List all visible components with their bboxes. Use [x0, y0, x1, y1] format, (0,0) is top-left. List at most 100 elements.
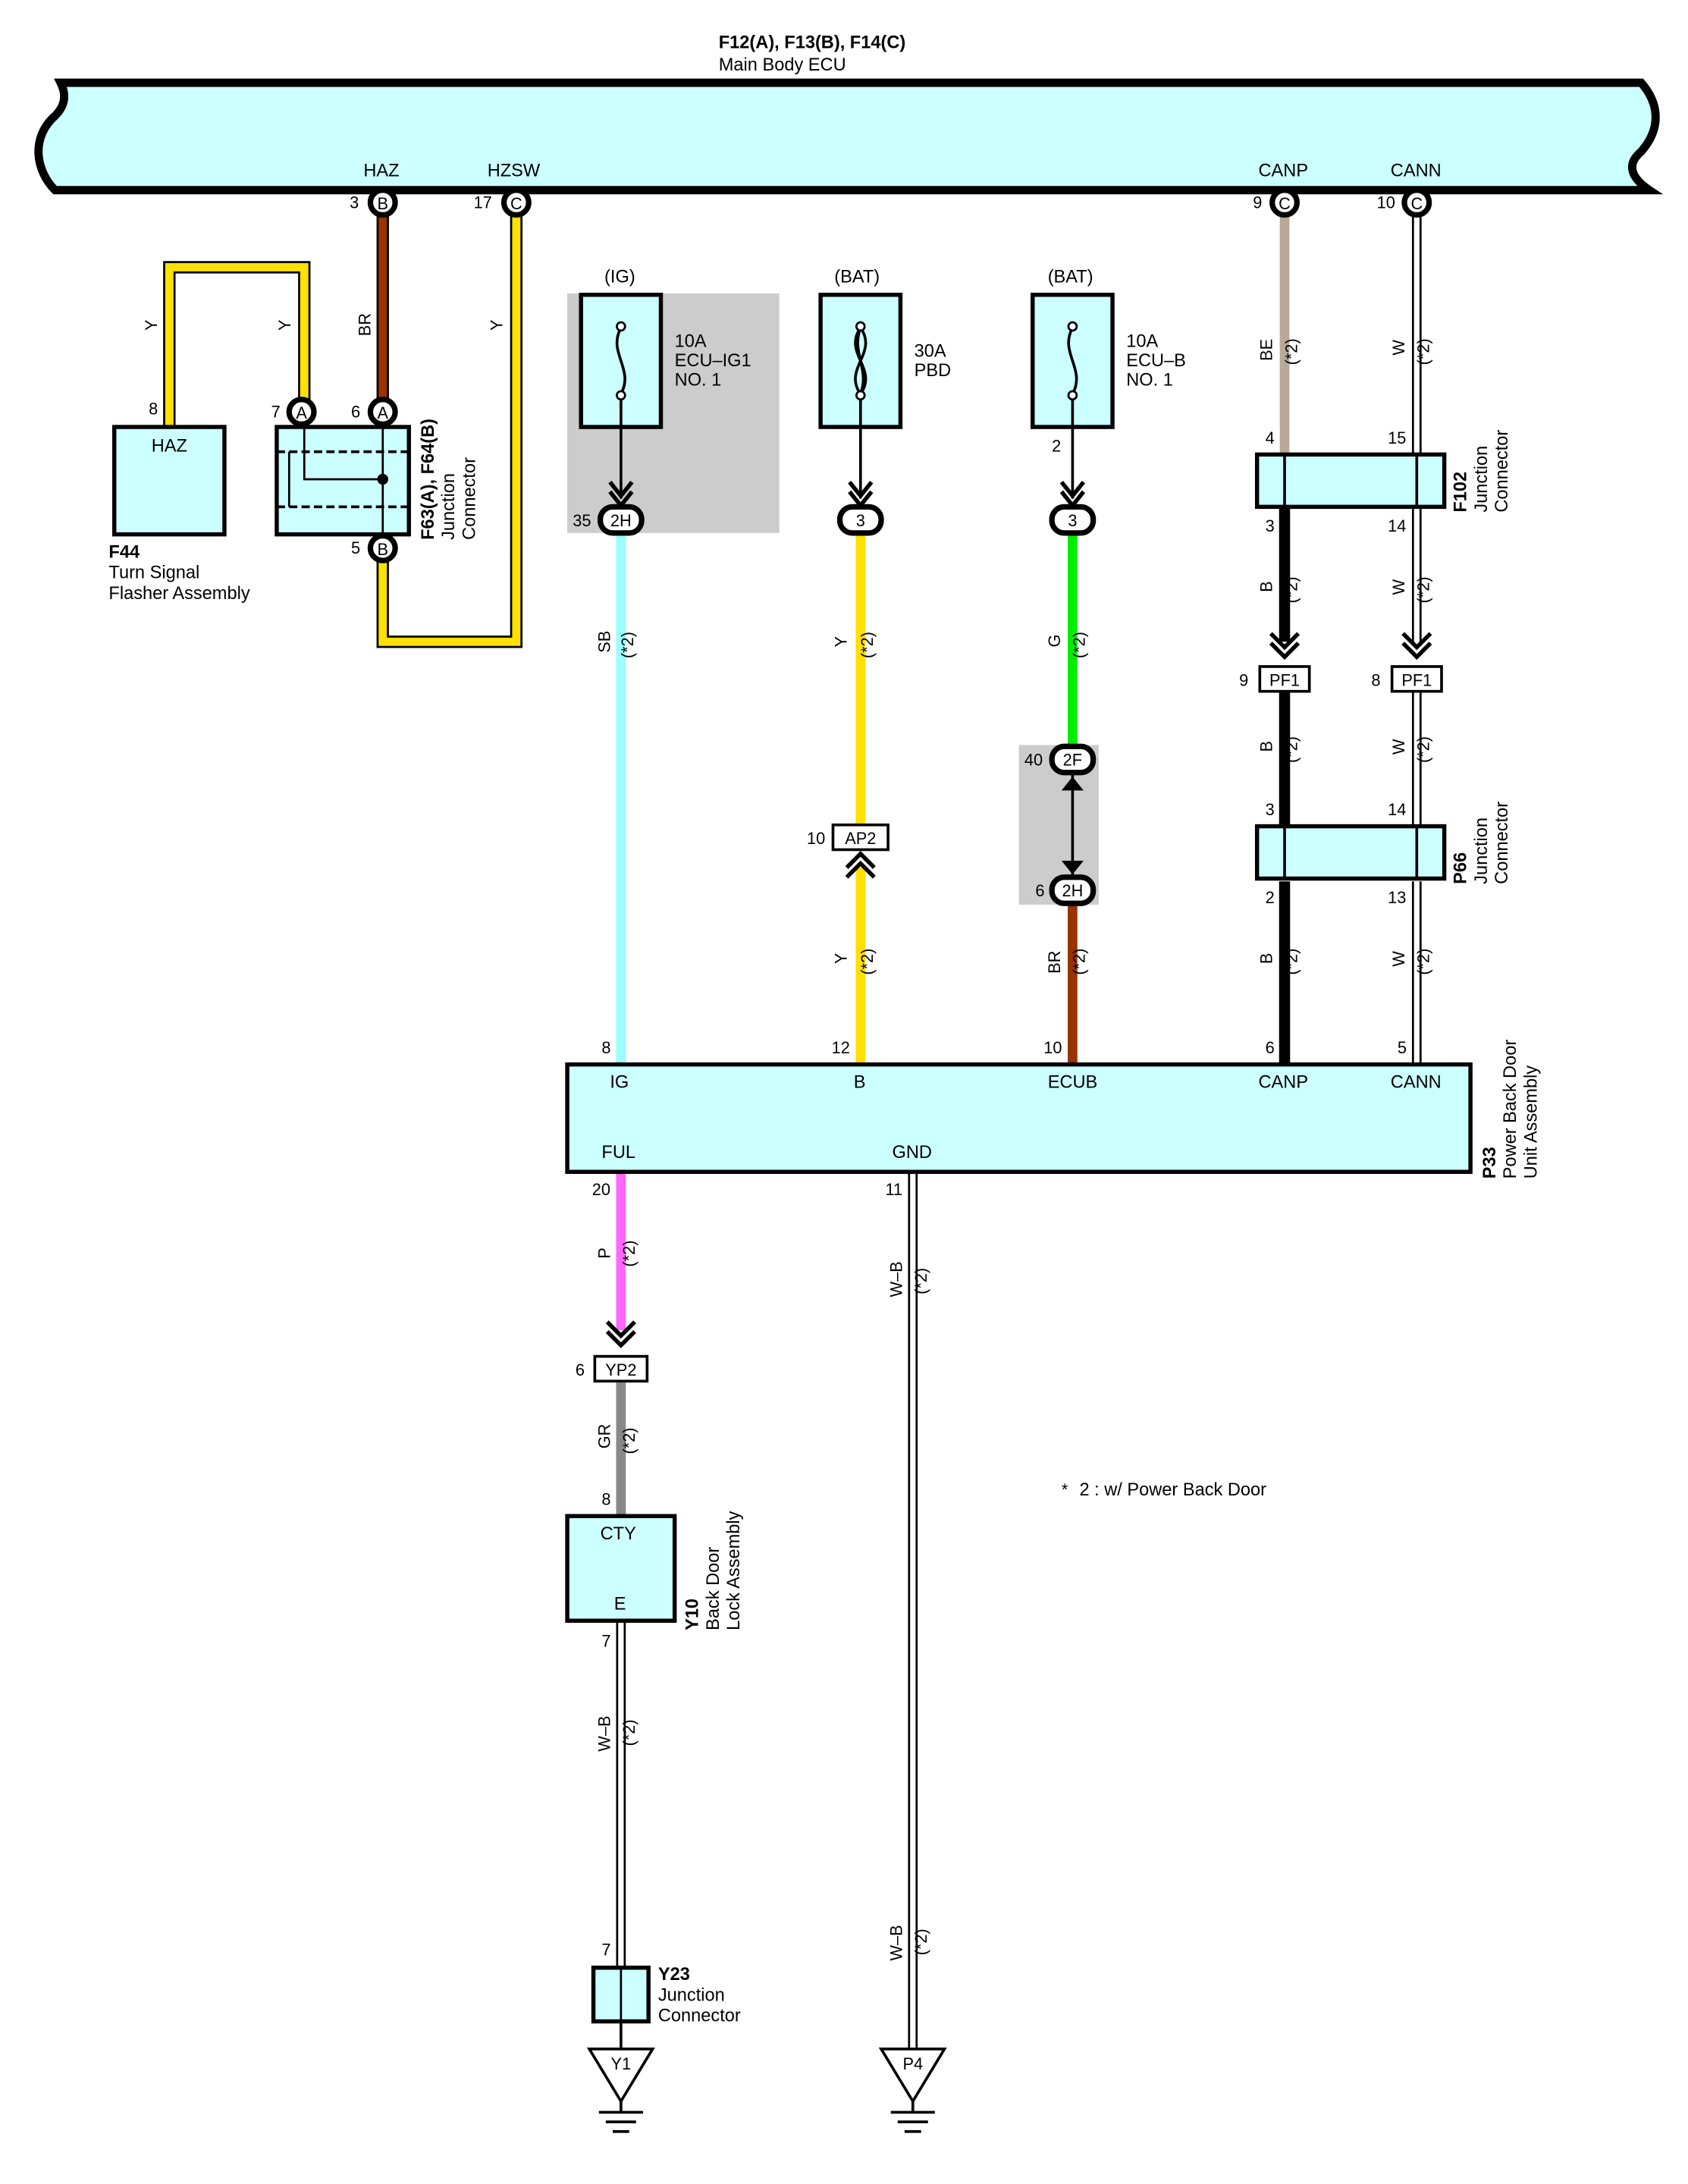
jc-pin7-num: 7 — [271, 402, 281, 421]
wire-note-wb1: (*2) — [911, 1268, 930, 1294]
pbd-pin-ecub-num: 10 — [1043, 1038, 1062, 1057]
f102-p14: 14 — [1388, 516, 1406, 535]
ecu-pin-cann-conn: C — [1410, 194, 1423, 213]
wire-label-br1: BR — [355, 313, 374, 336]
pbd-pin-gnd-num: 11 — [885, 1180, 902, 1199]
connector-yp2: YP2 6 — [576, 1320, 649, 1383]
yp2-name: YP2 — [605, 1360, 636, 1379]
pbd-line2: Unit Assembly — [1521, 1065, 1541, 1179]
fuse-pbd-name1: PBD — [915, 361, 952, 381]
wire-note-g: (*2) — [1070, 632, 1089, 658]
pbd-pin-ig-num: 8 — [601, 1038, 610, 1057]
wire-note-br2: (*2) — [1070, 949, 1089, 975]
fuse-ecub-jconn: 3 — [1068, 511, 1077, 530]
lock-id: Y10 — [683, 1599, 703, 1630]
wire-note-be: (*2) — [1282, 338, 1301, 365]
jc-f63-line1: Junction — [439, 473, 459, 540]
wire-label-y3: Y — [488, 319, 507, 331]
wire-note-b2: (*2) — [1282, 736, 1301, 763]
pbd-pin-b-num: 12 — [832, 1038, 850, 1057]
fuse-pbd-rating: 30A — [915, 341, 946, 361]
wire-label-b3: B — [1257, 953, 1276, 965]
wire-label-w1: W — [1389, 340, 1408, 356]
ap2-num: 10 — [807, 829, 825, 848]
fuse-ig1-name1: ECU–IG1 — [675, 351, 751, 371]
wire-note-sb: (*2) — [618, 632, 637, 658]
wire-label-y2: Y — [275, 319, 294, 331]
wire-label-w2: W — [1389, 579, 1408, 595]
lock-pin-e-name: E — [614, 1595, 626, 1614]
ecu-pin-hzsw-name: HZSW — [488, 162, 541, 181]
wire-labels-middle: SB (*2) Y (*2) G (*2) Y (*2) BR (*2) — [595, 631, 1088, 975]
wire-label-wb1: W–B — [886, 1261, 905, 1297]
y23-pin: 7 — [601, 1940, 610, 1959]
pbd-pin-ful-num: 20 — [592, 1180, 610, 1199]
jc-pin5-conn: B — [377, 540, 388, 559]
ground-p4: P4 — [878, 2048, 947, 2133]
wire-label-be: BE — [1257, 339, 1276, 361]
f102-line2: Connector — [1492, 430, 1512, 513]
ecu-id: F12(A), F13(B), F14(C) — [719, 33, 905, 53]
pbd-line1: Power Back Door — [1501, 1040, 1520, 1179]
ecu-pin-haz-num: 3 — [350, 193, 359, 212]
wire-note-wb2: (*2) — [620, 1719, 638, 1746]
pf1-w-num: 8 — [1371, 670, 1380, 689]
ecu-pin-hzsw-num: 17 — [474, 193, 492, 212]
wire-note-w3: (*2) — [1414, 736, 1433, 763]
fuse-pbd-source: (BAT) — [834, 267, 880, 287]
connectors-pf1: PF1 9 PF1 8 — [1239, 632, 1443, 693]
lock-line2: Lock Assembly — [724, 1511, 744, 1630]
footnote-asterisk: * — [1062, 1480, 1068, 1499]
lock-pin-e-num: 7 — [601, 1632, 610, 1651]
lock-line1: Back Door — [704, 1547, 723, 1630]
wire-label-y4: Y — [832, 636, 851, 648]
wire-label-g: G — [1045, 635, 1064, 648]
jc-pin7-conn: A — [296, 403, 307, 422]
ecu-pin-canp-num: 9 — [1253, 193, 1262, 212]
p66-id: P66 — [1451, 852, 1471, 884]
fuse-pbd: (BAT) 30A PBD 3 — [818, 267, 952, 536]
wire-note-y5: (*2) — [858, 949, 877, 975]
wires — [163, 215, 1422, 2049]
fuse-ecub-source: (BAT) — [1048, 267, 1093, 287]
c2f-num: 40 — [1024, 751, 1043, 770]
fuse-ecu-ig1: (IG) 10A ECU–IG1 NO. 1 2H 35 — [567, 267, 780, 536]
pbd-pin-gnd-name: GND — [893, 1143, 932, 1163]
wire-note-w2: (*2) — [1414, 576, 1433, 603]
f102-line1: Junction — [1472, 446, 1492, 513]
pbd-pin-b-name: B — [854, 1073, 866, 1093]
ecu-pins: HAZ HZSW CANP CANN B 3 C 17 C 9 C 10 — [350, 162, 1442, 218]
lock-pin-cty-num: 8 — [601, 1490, 610, 1509]
p66-p2: 2 — [1266, 888, 1275, 907]
pf1-w-name: PF1 — [1401, 670, 1432, 689]
wire-label-sb: SB — [595, 631, 613, 653]
pbd-pin-ecub-name: ECUB — [1048, 1073, 1098, 1093]
ecu-name: Main Body ECU — [719, 55, 846, 75]
ap2-name: AP2 — [845, 829, 876, 848]
pbd-pin-canp-num: 6 — [1266, 1038, 1275, 1057]
wire-label-wb3: W–B — [886, 1925, 905, 1961]
fuse-ig1-jconn: 2H — [610, 511, 632, 530]
wire-note-wb3: (*2) — [911, 1928, 930, 1955]
main-body-ecu: F12(A), F13(B), F14(C) Main Body ECU — [34, 33, 1664, 195]
p66-p3: 3 — [1266, 800, 1275, 819]
pbd-id: P33 — [1480, 1147, 1500, 1178]
wire-labels-lower: P (*2) W–B (*2) GR (*2) W–B (*2) W–B (*2… — [595, 1241, 930, 1961]
jc-f63-line2: Connector — [460, 457, 479, 540]
fuse-ecu-b: (BAT) 10A ECU–B NO. 1 2 3 — [1031, 267, 1186, 536]
wire-note-b1: (*2) — [1282, 576, 1301, 603]
fuse-ecub-pin-num: 2 — [1052, 437, 1061, 456]
wire-label-b2: B — [1257, 741, 1276, 752]
p66-p14: 14 — [1388, 800, 1406, 819]
wire-note-p: (*2) — [620, 1241, 638, 1267]
ground-y1-label: Y1 — [611, 2054, 632, 2073]
ecu-pin-hzsw-conn: C — [510, 194, 522, 213]
flasher-pin-num: 8 — [149, 400, 158, 419]
flasher-line2: Flasher Assembly — [108, 584, 249, 604]
junction-f63: A 7 A 6 B 5 F63(A), F64(B) Junction Conn… — [271, 397, 479, 563]
fuse-pbd-jconn: 3 — [856, 511, 865, 530]
pf1-b-name: PF1 — [1269, 670, 1300, 689]
fuse-ig1-name2: NO. 1 — [675, 371, 722, 391]
pf1-b-num: 9 — [1239, 670, 1248, 689]
wire-label-gr: GR — [595, 1424, 613, 1449]
